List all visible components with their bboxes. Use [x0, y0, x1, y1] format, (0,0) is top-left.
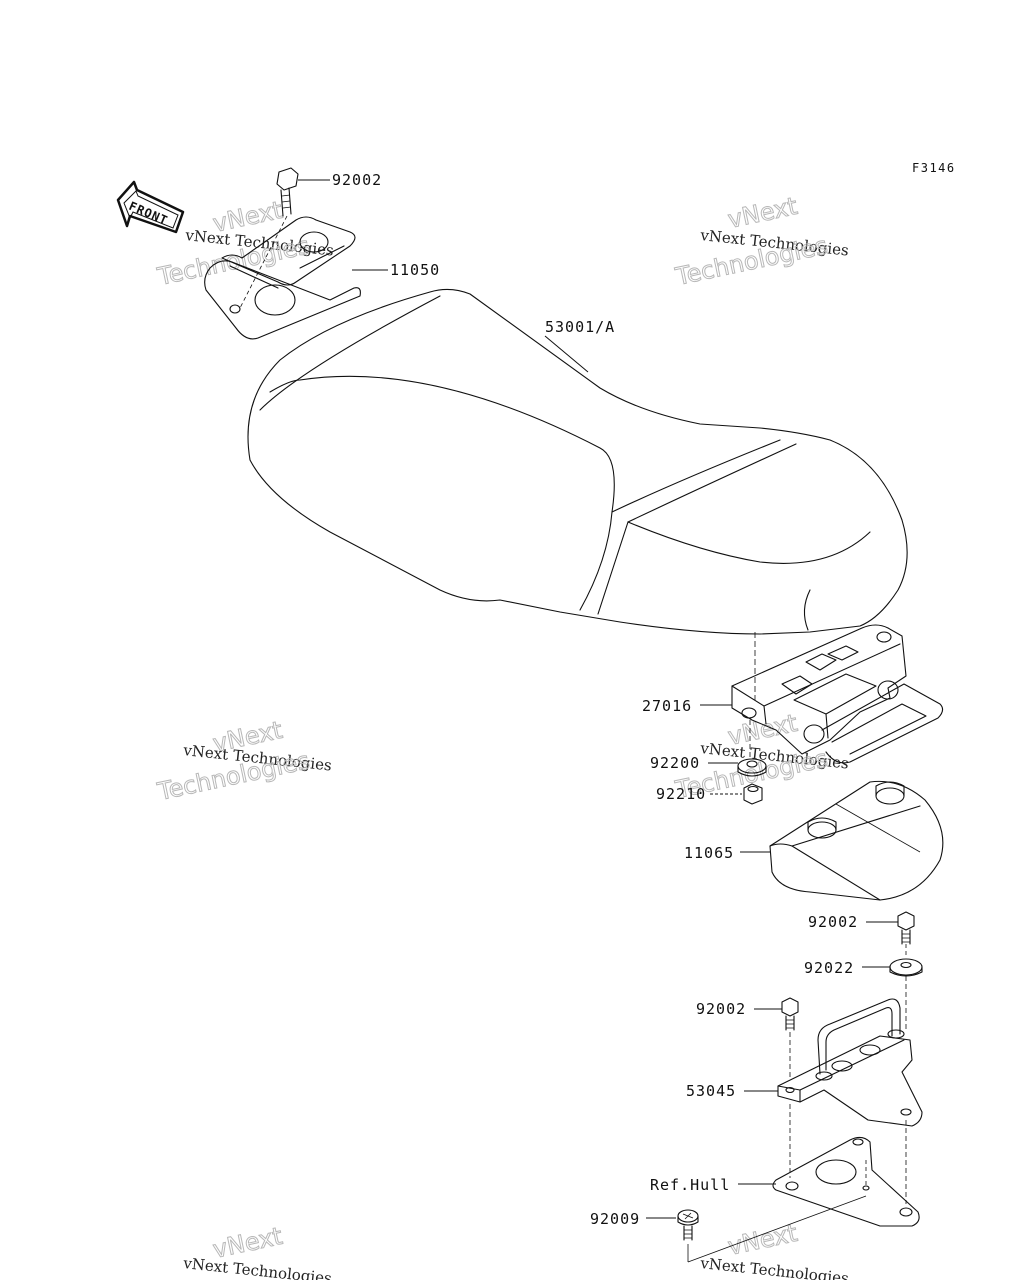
- leader-line: [544, 335, 589, 373]
- nut-92210-icon: [743, 783, 763, 805]
- watermark-top-right: vNext vNext Technologies Technologies: [672, 191, 850, 291]
- callout-92210: 92210: [656, 785, 706, 803]
- watermark-brand: vNext: [725, 1219, 799, 1261]
- watermark-brand: vNext: [725, 192, 799, 234]
- callout-92200: 92200: [650, 754, 700, 772]
- callout-11050: 11050: [390, 261, 440, 279]
- front-arrow-icon: FRONT: [116, 180, 185, 234]
- watermark-text: vNext Technologies: [182, 1254, 333, 1280]
- callout-92009: 92009: [590, 1210, 640, 1228]
- screw-92009-icon: [677, 1195, 867, 1263]
- callout-53001a: 53001/A: [545, 318, 615, 336]
- bolt-92002-lower-icon: [781, 997, 799, 1178]
- cover-11065-icon: [769, 780, 944, 901]
- watermark-mid-left: vNext vNext Technologies Technologies: [154, 715, 333, 806]
- watermark-text: vNext Technologies: [699, 1254, 850, 1280]
- callout-92022: 92022: [804, 959, 854, 977]
- washer-92022-icon: [889, 958, 923, 977]
- bolt-92002-mid-icon: [897, 911, 915, 945]
- callout-92002-mid: 92002: [808, 913, 858, 931]
- figure-code: F3146: [912, 161, 956, 175]
- collar-92200-icon: [737, 758, 767, 777]
- callout-92002-top: 92002: [332, 171, 382, 189]
- hook-bracket-53045-icon: [777, 944, 923, 1204]
- callout-ref-hull: Ref.Hull: [650, 1176, 730, 1194]
- seat-53001a-icon: [247, 288, 908, 700]
- callout-11065: 11065: [684, 844, 734, 862]
- callout-53045: 53045: [686, 1082, 736, 1100]
- callout-27016: 27016: [642, 697, 692, 715]
- callout-92002-lower: 92002: [696, 1000, 746, 1018]
- watermark-bottom-left: vNext vNext Technologies: [182, 1221, 333, 1280]
- front-bracket-11050-icon: [204, 216, 361, 340]
- seat-hinge-27016-icon: [731, 624, 944, 764]
- hull-plate-icon: [772, 1136, 920, 1227]
